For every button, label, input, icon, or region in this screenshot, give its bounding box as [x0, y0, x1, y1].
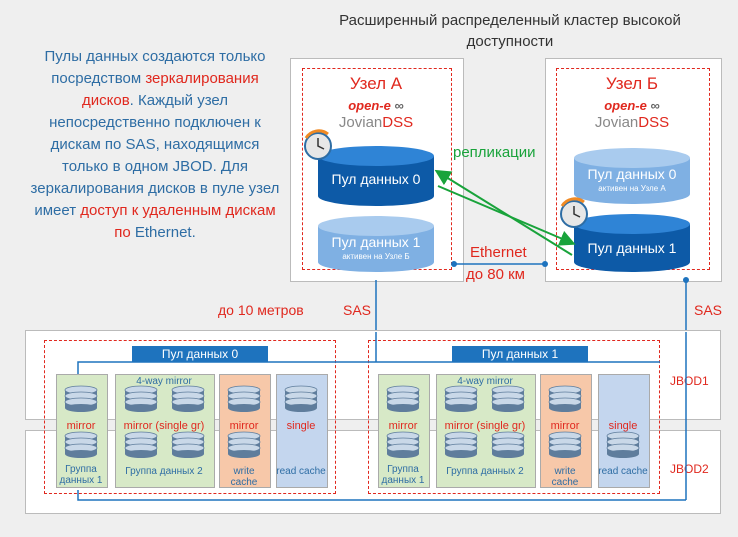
- pool1-write-cache-label: write cache: [551, 466, 579, 488]
- node-a-pool1-sublabel: активен на Узле Б: [342, 252, 410, 261]
- sas-label-a: SAS: [343, 302, 372, 318]
- pool1-mirror-label: mirror: [388, 420, 418, 432]
- pool0-wc-mirror-label: mirror: [229, 420, 259, 432]
- desc-highlight-1: зеркалирования дисков: [81, 70, 259, 109]
- node-b-pool0-cylinder: [574, 148, 690, 204]
- node-b-pool0-sublabel: активен на Узле А: [598, 184, 666, 193]
- disk-icon: [124, 431, 158, 458]
- disk-icon: [171, 431, 205, 458]
- pool0-write-cache-label: write cache: [230, 466, 258, 488]
- disk-icon: [548, 431, 582, 458]
- node-b-clock-icon: [560, 197, 588, 228]
- disk-icon: [386, 431, 420, 458]
- pool1-fourway-label: 4-way mirror: [457, 376, 513, 387]
- pool0-group2-label: Группа данных 2: [125, 466, 203, 477]
- pool0-single-label: single: [286, 420, 316, 432]
- pool0-read-cache-label: read cache: [276, 466, 326, 477]
- diagram-title: Расширенный распределенный кластер высок…: [339, 12, 681, 50]
- disk-icon: [227, 385, 261, 412]
- ethernet-distance-label: до 80 км: [466, 266, 525, 283]
- pool1-group1-label: Группа данных 1: [381, 464, 425, 486]
- desc-part-4: .: [191, 224, 196, 241]
- node-b-pool0-label: Пул данных 0: [587, 166, 677, 182]
- pool0-group1-label: Группа данных 1: [59, 464, 103, 486]
- disk-icon: [548, 385, 582, 412]
- pool0-mirror-single-label: mirror (single gr): [123, 420, 205, 432]
- replication-arrow-to-b: [437, 185, 576, 246]
- node-a-pool0-label: Пул данных 0: [331, 171, 421, 187]
- node-a-logo-open-e: open-e ∞: [348, 98, 404, 113]
- disk-icon: [606, 431, 640, 458]
- disk-icon: [444, 385, 478, 412]
- node-a-title: Узел А: [349, 74, 403, 93]
- desc-part-3: Ethernet: [134, 224, 192, 241]
- node-b-logo-open-e: open-e ∞: [604, 98, 660, 113]
- node-a-pool0-cylinder: [318, 146, 434, 206]
- sas-distance-label: до 10 метров: [218, 302, 304, 318]
- node-b-pool1-cylinder: [574, 214, 690, 272]
- disk-icon: [491, 431, 525, 458]
- desc-part-2: . Каждый узел непосредственно подключен …: [30, 92, 280, 219]
- pool1-mirror-single-label: mirror (single gr): [444, 420, 526, 432]
- disk-icon: [64, 385, 98, 412]
- node-a-clock-icon: [304, 129, 332, 160]
- sas-label-b: SAS: [694, 302, 723, 318]
- pool1-group2-label: Группа данных 2: [446, 466, 524, 477]
- pool1-read-cache: [598, 374, 650, 488]
- pool1-wc-mirror-label: mirror: [550, 420, 580, 432]
- pool0-header: Пул данных 0: [132, 346, 268, 362]
- node-b-pool1-label: Пул данных 1: [587, 240, 677, 256]
- disk-icon: [171, 385, 205, 412]
- disk-icon: [64, 431, 98, 458]
- replication-label: репликации: [453, 144, 536, 161]
- disk-icon: [227, 431, 261, 458]
- disk-icon: [386, 385, 420, 412]
- node-a-pool1-cylinder: [318, 216, 434, 272]
- disk-icon: [284, 385, 318, 412]
- disk-icon: [491, 385, 525, 412]
- pool1-write-cache: [540, 374, 592, 488]
- desc-highlight-2: доступ к удаленным дискам по: [80, 202, 276, 241]
- disk-icon: [444, 431, 478, 458]
- pool0-fourway-label: 4-way mirror: [136, 376, 192, 387]
- pool0-write-cache: [219, 374, 271, 488]
- description-text: Пулы данных создаются только посредством…: [30, 46, 280, 244]
- jbod1-label: JBOD1: [670, 374, 709, 388]
- ethernet-label: Ethernet: [470, 244, 527, 261]
- pool1-header: Пул данных 1: [452, 346, 588, 362]
- node-a-pool1-label: Пул данных 1: [331, 234, 421, 250]
- pool1-region: [368, 340, 660, 494]
- node-a-logo-jovian: JovianDSS: [338, 114, 414, 131]
- desc-part-1: Пулы данных создаются только посредством: [44, 48, 266, 87]
- jbod2-label: JBOD2: [670, 462, 709, 476]
- node-b-logo-jovian: JovianDSS: [594, 114, 670, 131]
- pool0-mirror-label: mirror: [66, 420, 96, 432]
- pool1-read-cache-label: read cache: [598, 466, 648, 477]
- node-b-title: Узел Б: [605, 74, 659, 93]
- pool0-region: [44, 340, 336, 494]
- pool1-single-label: single: [608, 420, 638, 432]
- disk-icon: [124, 385, 158, 412]
